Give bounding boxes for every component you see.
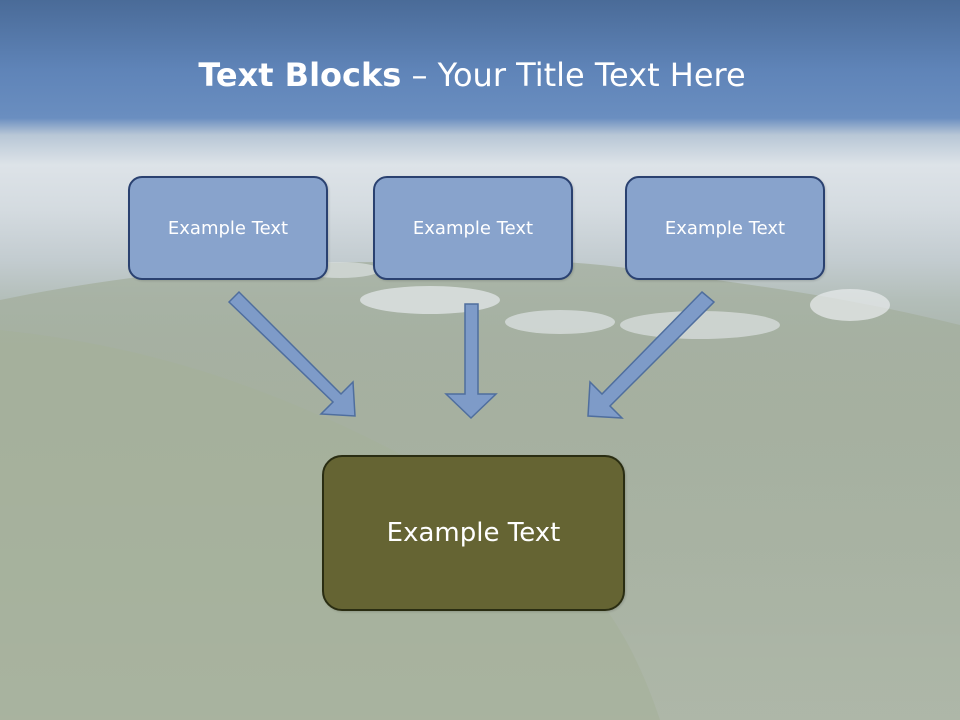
arrow-right (587, 290, 716, 419)
arrow-left (227, 290, 356, 417)
title-bold: Text Blocks (198, 56, 402, 94)
text-block-1[interactable]: Example Text (128, 176, 328, 280)
text-block-3[interactable]: Example Text (625, 176, 825, 280)
main-text-block-label: Example Text (386, 518, 561, 548)
title-rest: – Your Title Text Here (401, 56, 746, 94)
text-block-1-label: Example Text (167, 217, 289, 239)
text-block-2[interactable]: Example Text (373, 176, 573, 280)
text-block-3-label: Example Text (664, 217, 786, 239)
text-block-2-label: Example Text (412, 217, 534, 239)
main-text-block[interactable]: Example Text (322, 455, 625, 611)
slide-title: Text Blocks – Your Title Text Here (0, 50, 944, 100)
arrow-center (444, 303, 498, 420)
